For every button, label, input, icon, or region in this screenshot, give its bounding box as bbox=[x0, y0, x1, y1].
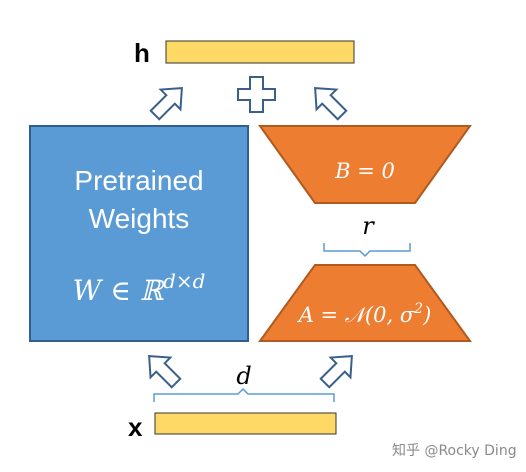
dimension-r: r bbox=[362, 212, 375, 240]
brace-r bbox=[323, 243, 411, 258]
arrow-up-right-icon bbox=[319, 355, 353, 389]
matrix-a-formula: A = 𝒩(0, σ2) bbox=[297, 301, 432, 327]
arrow-up-left-icon bbox=[314, 87, 348, 121]
label-x: x bbox=[128, 412, 143, 442]
pretrained-weights-block bbox=[29, 125, 249, 342]
brace-d bbox=[153, 387, 335, 402]
matrix-a-block bbox=[258, 264, 472, 342]
matrix-a-formula-superscript: 2 bbox=[413, 301, 423, 317]
label-h: h bbox=[134, 38, 150, 68]
pretrained-title-line1: Pretrained bbox=[74, 165, 203, 196]
pretrained-title-line2: Weights bbox=[89, 203, 190, 234]
plus-icon bbox=[237, 76, 276, 113]
arrow-up-right-icon bbox=[149, 87, 183, 121]
output-bar-h bbox=[165, 40, 355, 64]
matrix-b-formula: B = 0 bbox=[334, 159, 395, 183]
dimension-d: d bbox=[236, 362, 251, 390]
matrix-b-block bbox=[258, 125, 472, 204]
watermark: 知乎 @Rocky Ding bbox=[392, 442, 517, 459]
input-bar-x bbox=[154, 412, 337, 435]
pretrained-formula: W ∈ ℝd×d bbox=[73, 269, 206, 307]
arrow-up-left-icon bbox=[148, 355, 182, 389]
pretrained-formula-superscript: d×d bbox=[163, 269, 205, 293]
